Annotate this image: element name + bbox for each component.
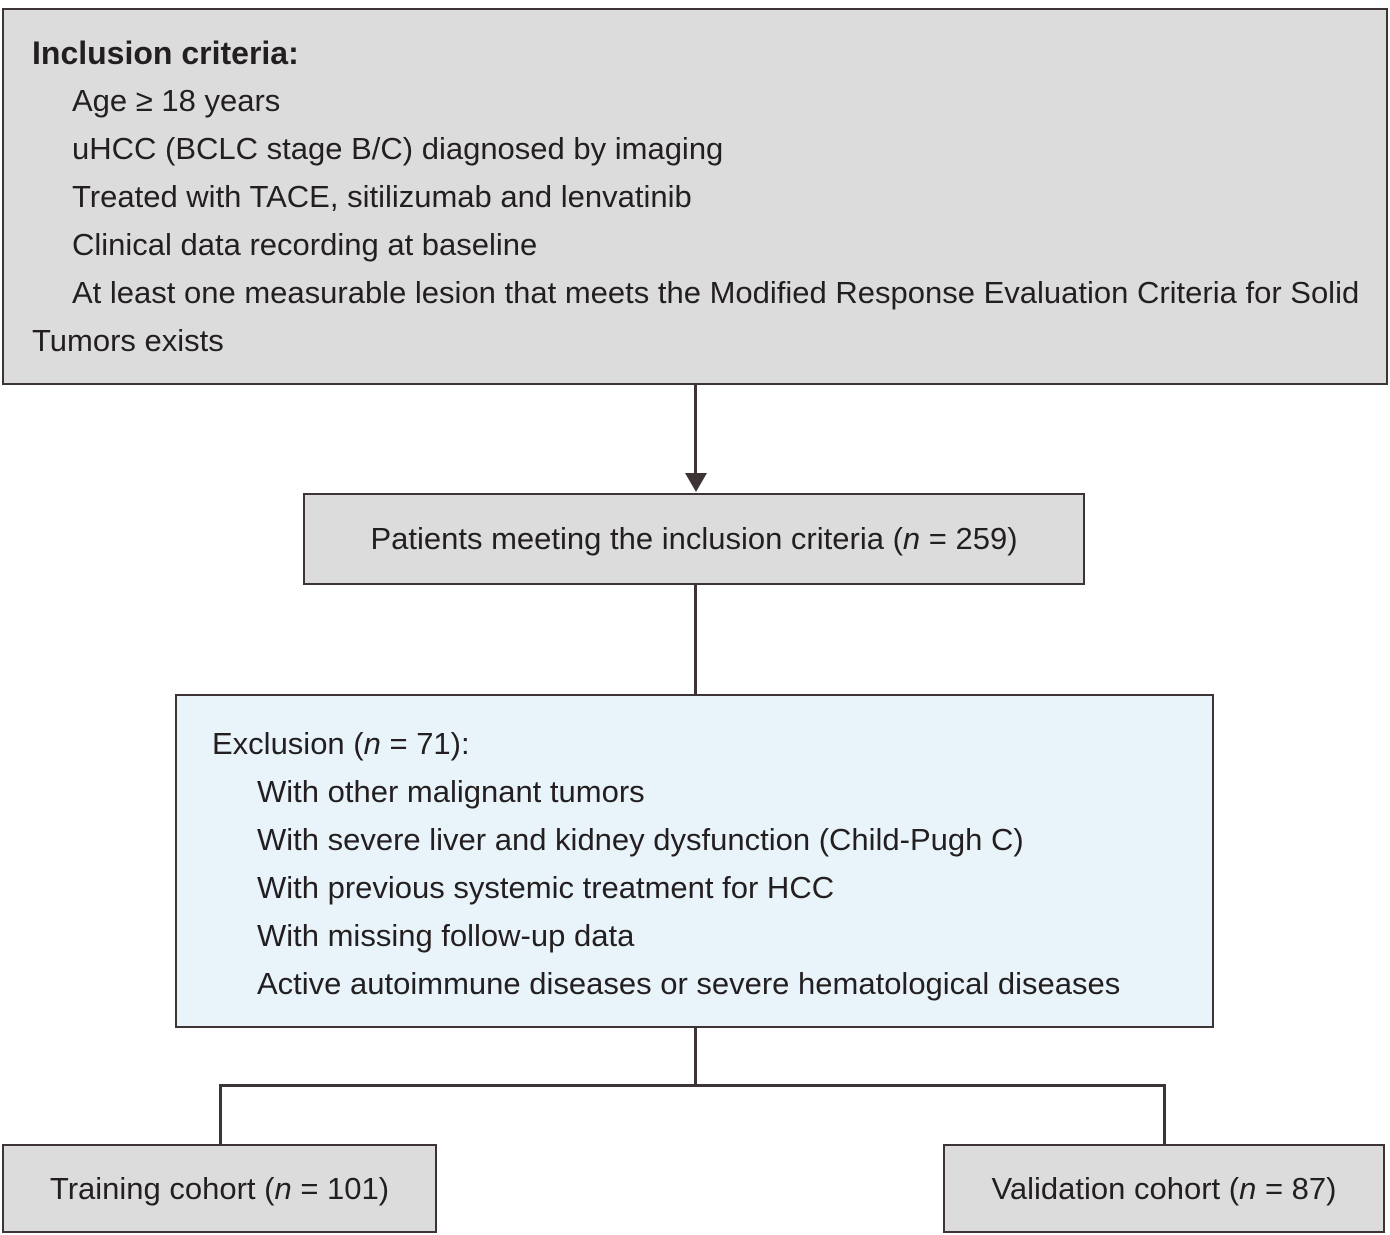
italic-n: n [274, 1170, 292, 1206]
inclusion-item-measurable-lesion: At least one measurable lesion that meet… [32, 275, 1360, 358]
training-cohort-label: Training cohort (n = 101) [49, 1170, 390, 1206]
arrow-down-icon [684, 473, 707, 492]
inclusion-criteria-box: Inclusion criteria: Age ≥ 18 years uHCC … [2, 8, 1388, 385]
patients-box: Patients meeting the inclusion criteria … [303, 493, 1085, 585]
validation-cohort-box: Validation cohort (n = 87) [943, 1144, 1385, 1233]
exclusion-box: Exclusion (n = 71): With other malignant… [175, 694, 1214, 1028]
inclusion-item-treatment: Treated with TACE, sitilizumab and lenva… [72, 179, 692, 214]
connector-line-exclusion-down [694, 1028, 697, 1086]
training-cohort-box: Training cohort (n = 101) [2, 1144, 437, 1233]
exclusion-header: Exclusion (n = 71): [212, 726, 470, 761]
connector-line-to-training [219, 1084, 222, 1144]
italic-n: n [363, 726, 381, 761]
inclusion-item-age: Age ≥ 18 years [72, 83, 281, 118]
connector-line-patients-to-exclusion [694, 585, 697, 694]
inclusion-item-clinical-data: Clinical data recording at baseline [72, 227, 538, 262]
italic-n: n [1239, 1170, 1257, 1206]
exclusion-item-liver-kidney: With severe liver and kidney dysfunction… [257, 822, 1024, 857]
exclusion-item-previous-treatment: With previous systemic treatment for HCC [257, 870, 835, 905]
italic-n: n [902, 521, 921, 556]
connector-line-horizontal-split [219, 1084, 1166, 1087]
connector-line-inclusion-to-patients [694, 385, 697, 477]
inclusion-item-uhcc: uHCC (BCLC stage B/C) diagnosed by imagi… [72, 131, 724, 166]
patients-box-label: Patients meeting the inclusion criteria … [370, 521, 1018, 556]
exclusion-item-autoimmune: Active autoimmune diseases or severe hem… [257, 966, 1121, 1001]
connector-line-to-validation [1163, 1084, 1166, 1144]
inclusion-title: Inclusion criteria: [32, 35, 299, 71]
validation-cohort-label: Validation cohort (n = 87) [991, 1170, 1337, 1206]
exclusion-item-missing-followup: With missing follow-up data [257, 918, 635, 953]
exclusion-item-malignant-tumors: With other malignant tumors [257, 774, 645, 809]
